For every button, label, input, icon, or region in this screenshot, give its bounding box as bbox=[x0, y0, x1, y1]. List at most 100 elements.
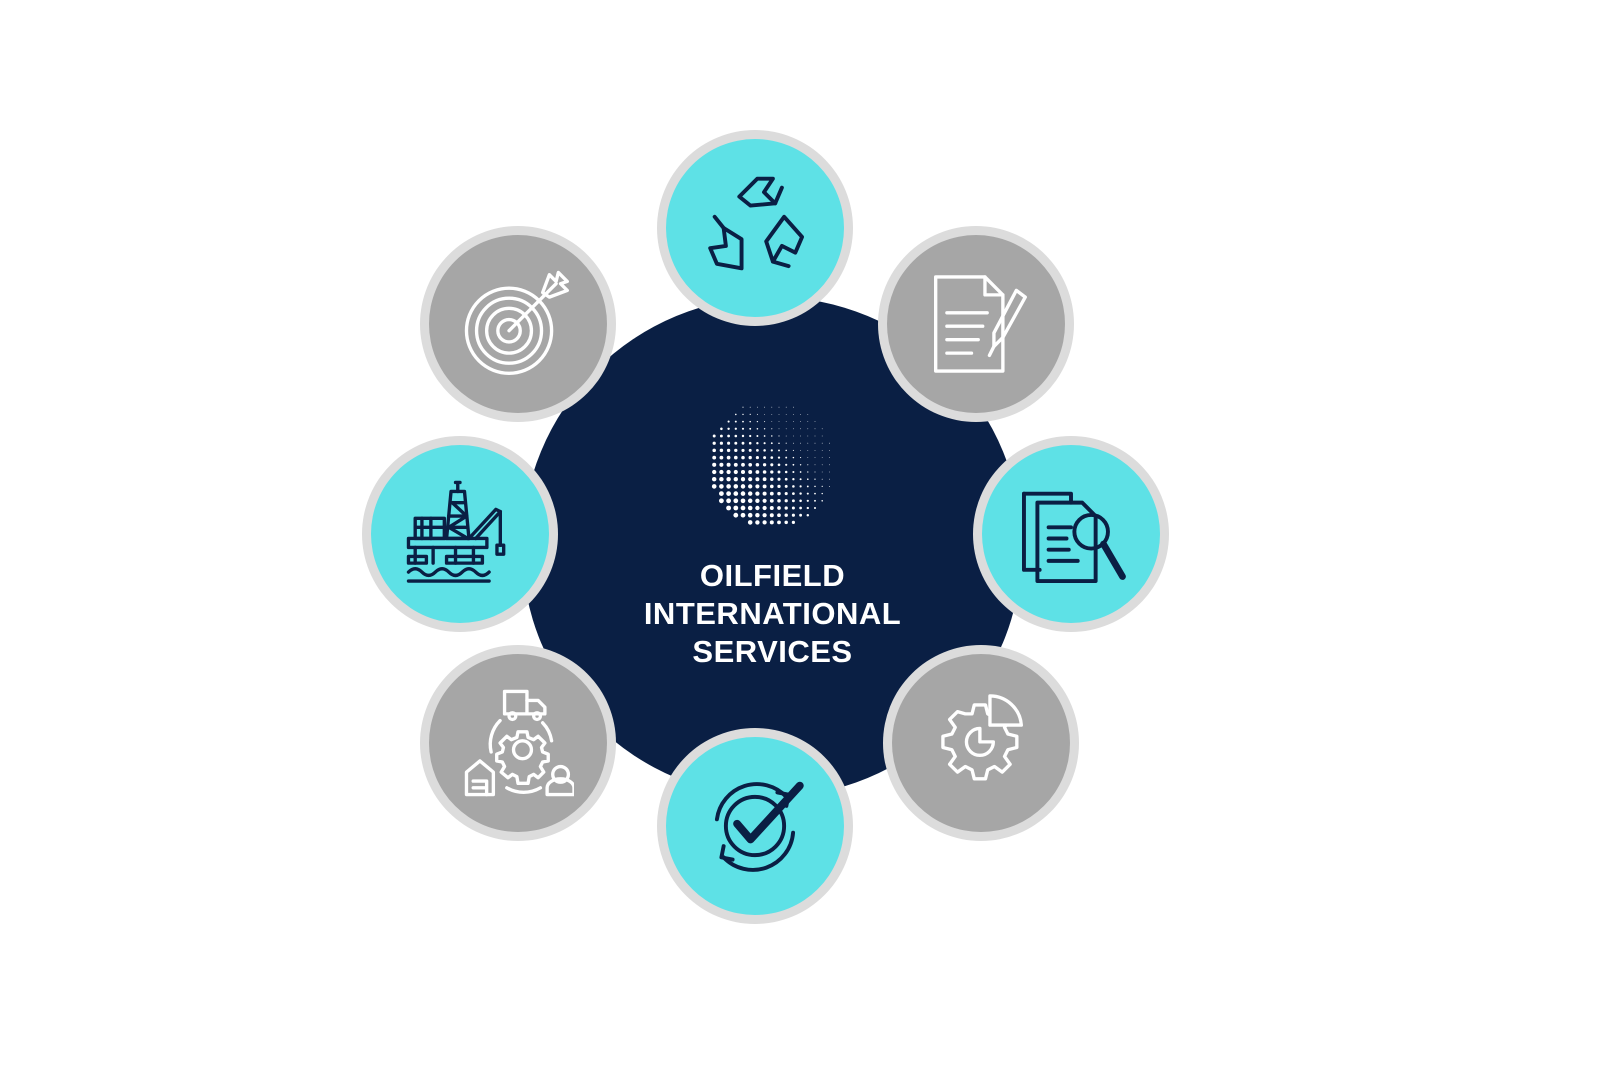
globe-dot bbox=[785, 456, 788, 459]
globe-dot bbox=[742, 420, 744, 423]
document-search-icon bbox=[1022, 491, 1126, 583]
globe-dot bbox=[771, 414, 773, 415]
globe-dot bbox=[777, 456, 781, 459]
globe-dot bbox=[755, 491, 760, 496]
globe-dot bbox=[814, 428, 816, 430]
node-check-cycle[interactable] bbox=[657, 728, 853, 924]
globe-dot bbox=[718, 498, 724, 504]
globe-dot bbox=[727, 420, 730, 423]
globe-dot bbox=[755, 470, 760, 474]
node-target[interactable] bbox=[420, 226, 616, 422]
globe-dot bbox=[740, 469, 746, 475]
globe-dot bbox=[777, 491, 781, 496]
globe-dot bbox=[756, 449, 759, 452]
globe-dot bbox=[747, 505, 753, 511]
globe-dot bbox=[748, 448, 752, 452]
globe-dot bbox=[712, 448, 716, 453]
globe-dot bbox=[806, 485, 809, 488]
globe-dot bbox=[799, 492, 802, 495]
globe-dot bbox=[726, 505, 732, 511]
globe-dot bbox=[727, 441, 731, 445]
globe-dot bbox=[771, 435, 773, 437]
globe-dot bbox=[814, 442, 816, 444]
globe-dot bbox=[814, 478, 816, 480]
globe-dot bbox=[793, 414, 794, 415]
globe-dot bbox=[807, 421, 809, 422]
globe-dot bbox=[785, 463, 788, 466]
globe-dot bbox=[821, 464, 823, 466]
globe-dot bbox=[742, 406, 744, 408]
globe-dot bbox=[770, 463, 774, 467]
globe-dot bbox=[733, 469, 738, 475]
logistics-network-icon bbox=[464, 689, 574, 797]
globe-dot bbox=[814, 435, 816, 437]
node-recycle-disc bbox=[666, 139, 844, 317]
globe-dot bbox=[807, 450, 809, 451]
node-document-pen[interactable] bbox=[878, 226, 1074, 422]
globe-dot bbox=[747, 491, 753, 496]
globe-dot bbox=[792, 492, 795, 495]
node-document-search[interactable] bbox=[973, 436, 1169, 632]
globe-dot bbox=[791, 513, 795, 517]
globe-dot bbox=[799, 485, 802, 488]
globe-dot bbox=[777, 477, 781, 481]
globe-dot bbox=[740, 484, 746, 489]
globe-dot bbox=[719, 484, 724, 489]
globe-dot bbox=[748, 455, 752, 460]
globe-dot bbox=[800, 421, 801, 422]
globe-dot bbox=[733, 505, 739, 511]
globe-dot bbox=[799, 478, 802, 481]
globe-dot bbox=[733, 477, 738, 482]
globe-dot bbox=[741, 427, 745, 430]
node-logistics[interactable] bbox=[420, 645, 616, 841]
globe-dot bbox=[821, 450, 823, 451]
globe-dot bbox=[712, 462, 717, 467]
globe-dot bbox=[747, 498, 753, 504]
globe-dot bbox=[785, 449, 787, 452]
globe-dot bbox=[778, 421, 780, 422]
globe-dot bbox=[749, 434, 752, 438]
globe-dot bbox=[785, 421, 787, 422]
globe-dot bbox=[749, 406, 751, 408]
offshore-rig-icon bbox=[406, 480, 506, 583]
node-check-cycle-disc bbox=[666, 737, 844, 915]
globe-dot bbox=[756, 427, 759, 430]
globe-dot bbox=[726, 476, 731, 482]
globe-dot bbox=[771, 406, 773, 408]
globe-dot bbox=[814, 421, 816, 422]
globe-dot bbox=[726, 469, 731, 475]
globe-dot bbox=[712, 455, 717, 460]
globe-dot bbox=[763, 456, 767, 460]
node-offshore-rig[interactable] bbox=[362, 436, 558, 632]
globe-dot bbox=[777, 513, 781, 518]
gear-chart-icon bbox=[941, 694, 1023, 781]
globe-dot bbox=[770, 442, 773, 445]
node-gear-chart[interactable] bbox=[883, 645, 1079, 841]
globe-dot bbox=[821, 478, 823, 480]
globe-dot bbox=[807, 442, 809, 444]
node-offshore-rig-disc bbox=[371, 445, 549, 623]
globe-dot bbox=[829, 450, 830, 451]
globe-dot bbox=[727, 434, 730, 438]
globe-dot bbox=[785, 406, 787, 408]
globe-dot bbox=[719, 476, 724, 482]
globe-dot bbox=[764, 414, 765, 415]
globe-dot bbox=[806, 499, 809, 502]
globe-dot bbox=[712, 469, 717, 475]
globe-dot bbox=[734, 434, 738, 438]
globe-dot bbox=[785, 442, 787, 444]
globe-dot bbox=[821, 435, 823, 437]
globe-dot bbox=[734, 427, 737, 430]
globe-dot bbox=[762, 520, 767, 525]
node-recycle[interactable] bbox=[657, 130, 853, 326]
globe-dot bbox=[755, 484, 760, 489]
globe-dot bbox=[769, 506, 774, 510]
globe-dot bbox=[821, 428, 823, 430]
globe-dot bbox=[807, 428, 809, 430]
globe-dot bbox=[711, 484, 717, 489]
globe-dot bbox=[829, 464, 830, 466]
globe-dot bbox=[734, 448, 738, 453]
globe-dot bbox=[763, 435, 766, 437]
globe-dot bbox=[726, 484, 731, 489]
